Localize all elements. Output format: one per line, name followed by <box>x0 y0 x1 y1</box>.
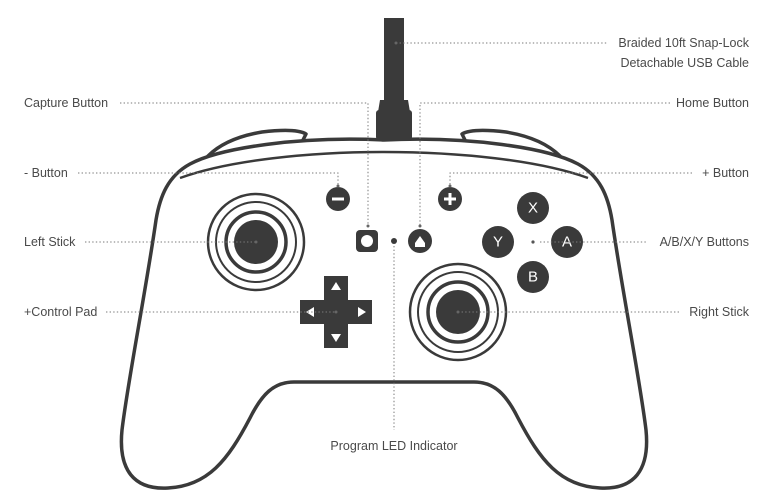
plus-button <box>438 187 462 211</box>
top-bevel <box>179 150 589 180</box>
usb-cable <box>376 18 412 140</box>
leader-lines <box>78 41 692 430</box>
minus-button <box>326 187 350 211</box>
controller-body <box>119 137 649 490</box>
label-led-indicator: Program LED Indicator <box>330 439 457 453</box>
label-control-pad: +Control Pad <box>24 305 97 319</box>
label-cable-line2: Detachable USB Cable <box>620 56 749 70</box>
a-button-label: A <box>562 234 572 251</box>
label-capture-button: Capture Button <box>24 96 108 110</box>
label-cable-line1: Braided 10ft Snap-Lock <box>618 36 749 50</box>
label-abxy-buttons: A/B/X/Y Buttons <box>660 235 749 249</box>
label-minus-button: - Button <box>24 166 68 180</box>
label-plus-button: + Button <box>702 166 749 180</box>
face-buttons: X Y A B <box>482 192 583 293</box>
y-button-label: Y <box>493 234 503 251</box>
b-button-label: B <box>528 269 538 286</box>
label-home-button: Home Button <box>676 96 749 110</box>
capture-button <box>356 230 378 252</box>
label-left-stick: Left Stick <box>24 235 76 249</box>
label-right-stick: Right Stick <box>689 305 749 319</box>
x-button-label: X <box>528 200 538 217</box>
led-indicator <box>391 238 397 244</box>
home-button <box>408 229 432 253</box>
callout-labels: Braided 10ft Snap-Lock Detachable USB Ca… <box>24 36 750 453</box>
